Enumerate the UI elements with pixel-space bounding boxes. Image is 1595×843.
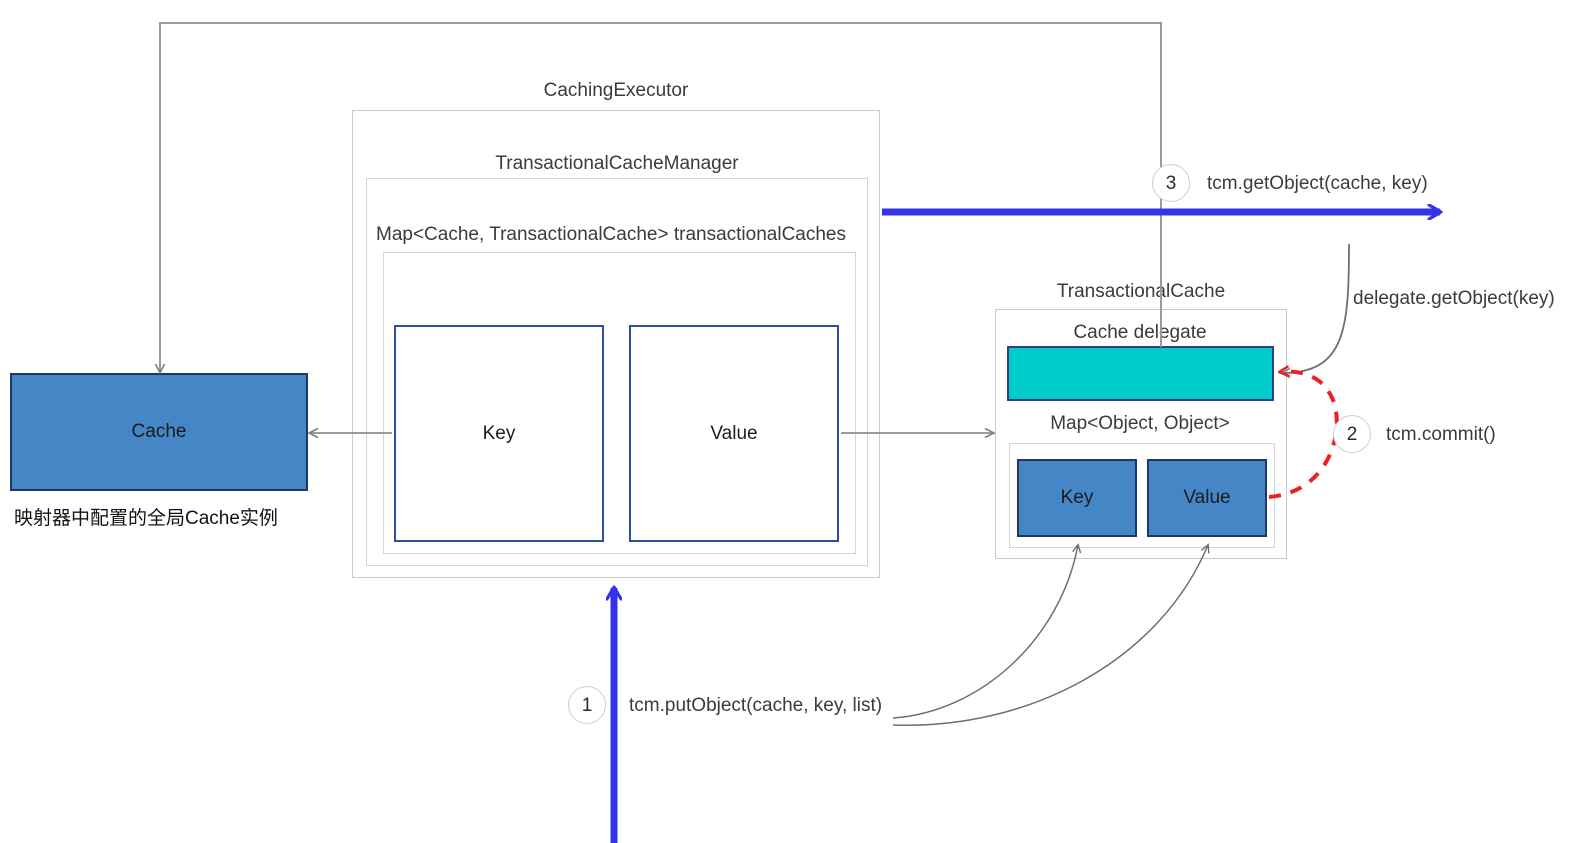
cache-block-label: Cache (131, 421, 187, 442)
transactional-cache-label: TransactionalCache (1056, 281, 1226, 302)
tcm-map-label: Map<Cache, TransactionalCache> transacti… (376, 224, 846, 245)
cache-block: Cache (10, 373, 308, 491)
step-label-2: tcm.commit() (1386, 424, 1496, 445)
cache-delegate-label: Cache delegate (1073, 322, 1207, 343)
connector-putobject-to-value (892, 545, 1208, 726)
tc-value-box: Value (1147, 459, 1267, 537)
tc-key-box: Key (1017, 459, 1137, 537)
connector-putobject-to-key (892, 545, 1078, 719)
transactional-cache-manager-label: TransactionalCacheManager (495, 153, 739, 174)
step-badge-2: 2 (1333, 415, 1371, 453)
tc-map-label: Map<Object, Object> (1050, 413, 1230, 434)
step-badge-3: 3 (1152, 164, 1190, 202)
tcm-value-label: Value (710, 422, 758, 444)
annotation-delegate-getobject: delegate.getObject(key) (1353, 288, 1555, 309)
cache-delegate-box (1007, 346, 1274, 401)
cache-block-caption: 映射器中配置的全局Cache实例 (14, 508, 278, 529)
tcm-key-box: Key (394, 325, 604, 542)
step-label-3: tcm.getObject(cache, key) (1207, 173, 1428, 194)
connector-delegate-getobject (1282, 243, 1350, 373)
tcm-value-box: Value (629, 325, 839, 542)
tc-key-label: Key (1060, 487, 1094, 508)
step-label-1: tcm.putObject(cache, key, list) (629, 695, 883, 716)
step-badge-1: 1 (568, 686, 606, 724)
caching-executor-label: CachingExecutor (543, 80, 689, 101)
tc-value-label: Value (1183, 487, 1231, 508)
tcm-key-label: Key (482, 422, 516, 444)
